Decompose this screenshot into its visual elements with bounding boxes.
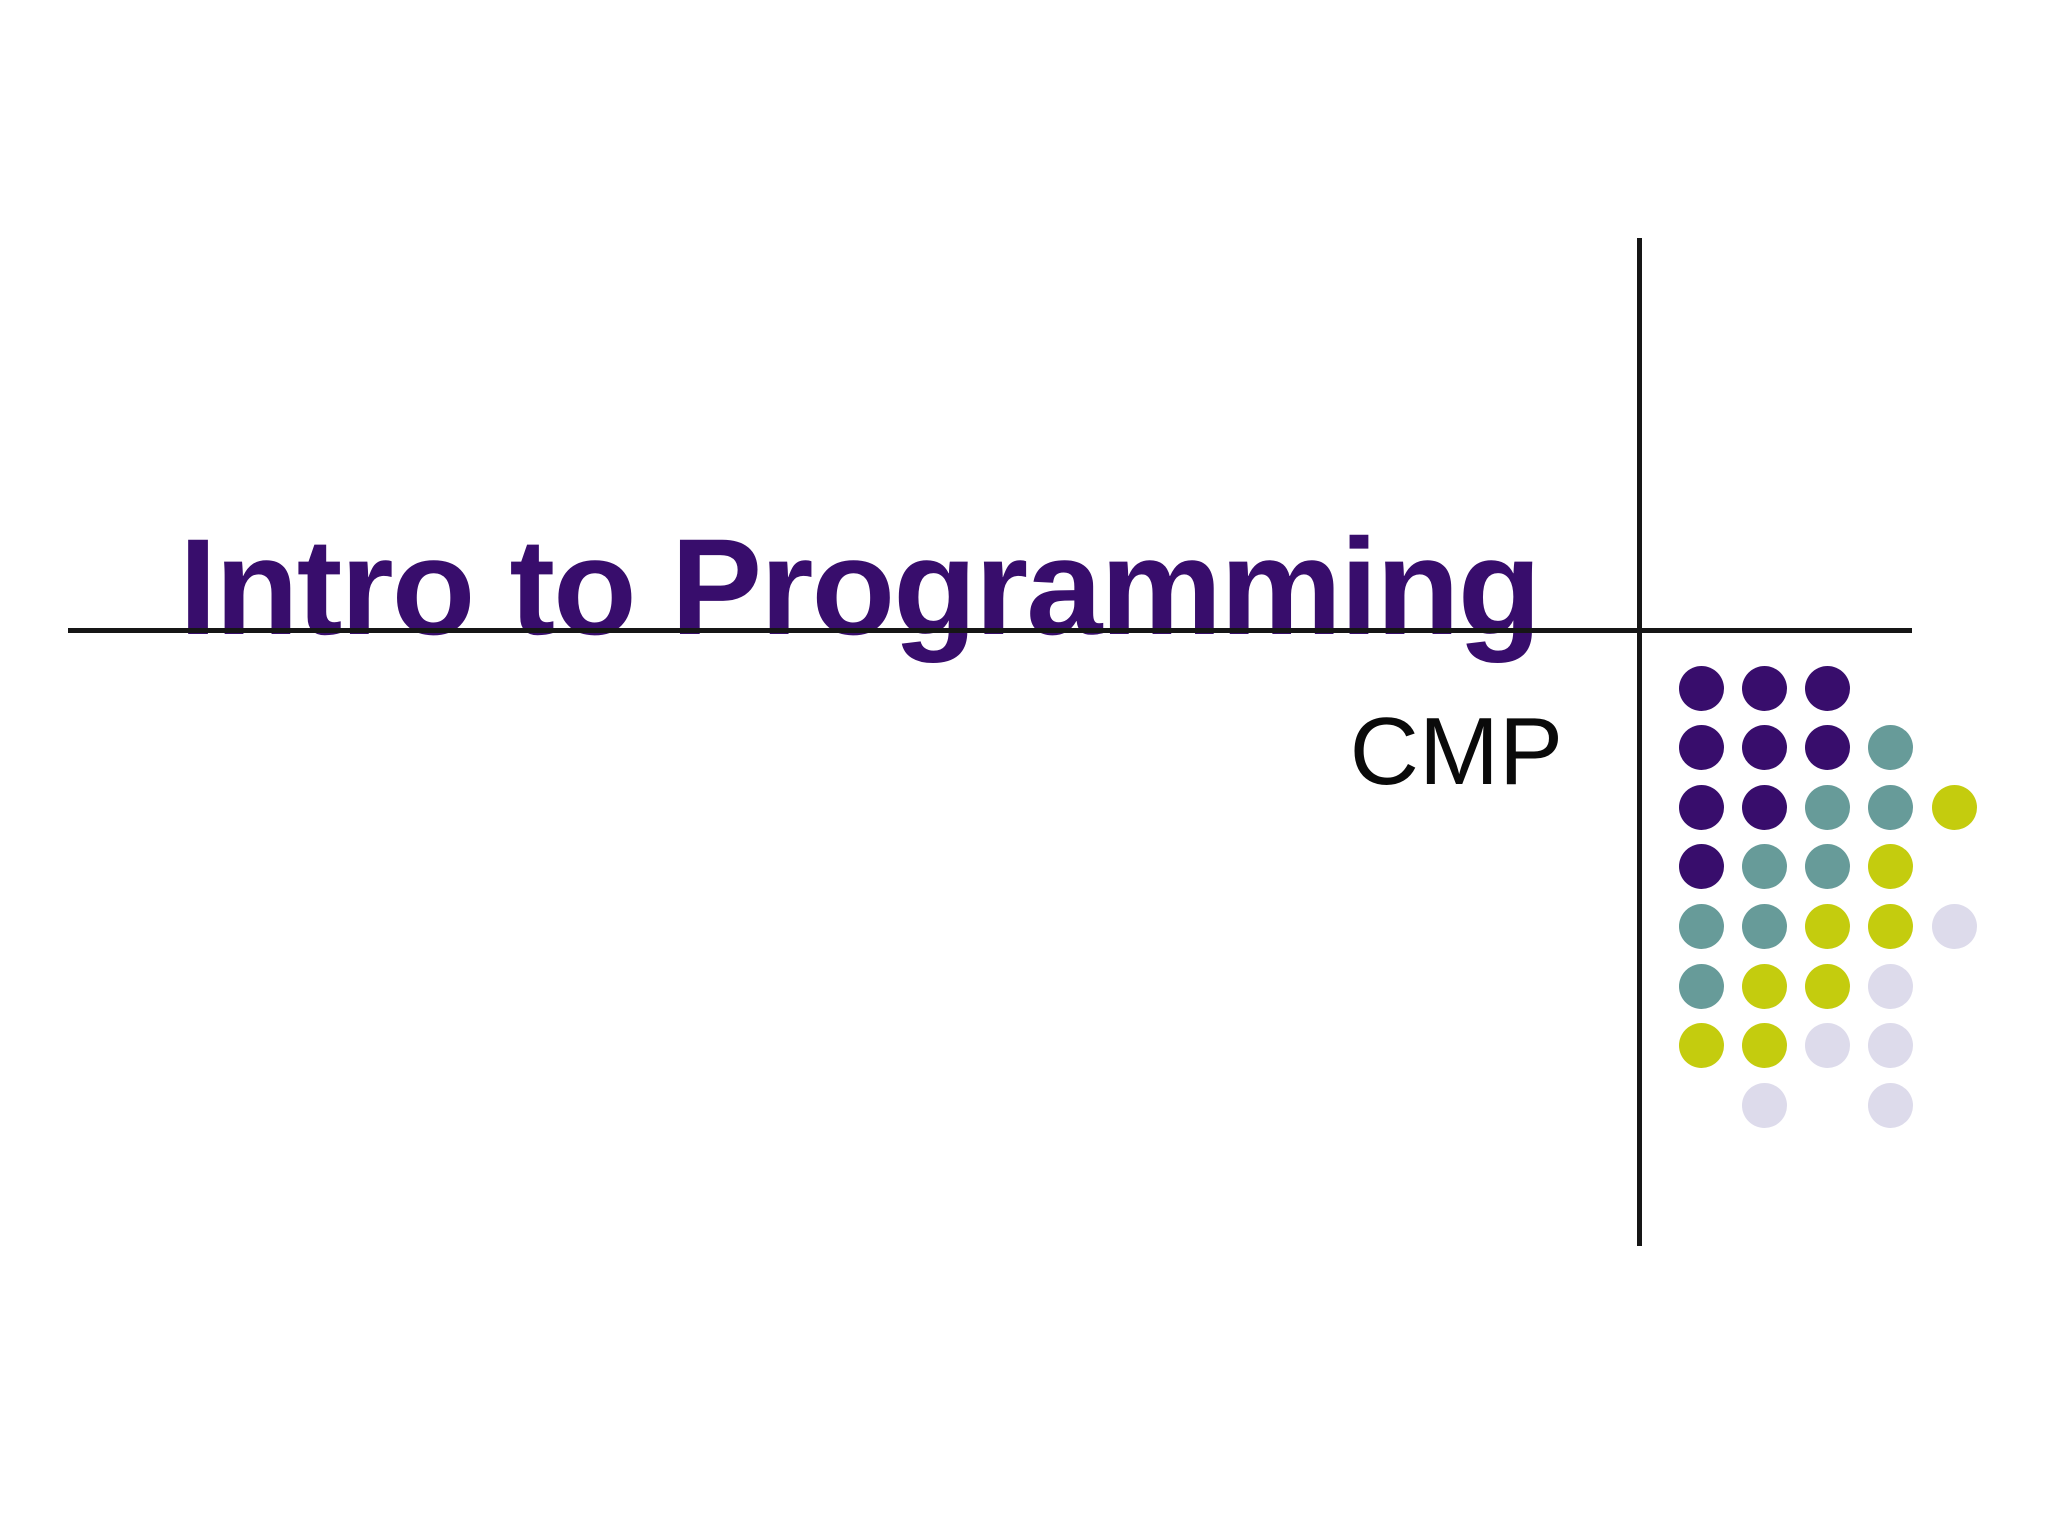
decorative-dot: [1805, 665, 1850, 711]
decorative-dot: [1741, 665, 1787, 711]
decorative-dot: [1741, 784, 1787, 830]
decorative-dot: [1741, 963, 1787, 1009]
decorative-dot: [1868, 903, 1914, 949]
decorative-dot: [1868, 725, 1914, 771]
decorative-dot: [1678, 725, 1724, 771]
decorative-dot: [1868, 844, 1914, 890]
decorative-dot: [1805, 784, 1850, 830]
decorative-dot: [1741, 1023, 1787, 1069]
decorative-dot: [1868, 784, 1914, 830]
decorative-dot: [1741, 725, 1787, 771]
decorative-dot: [1868, 1023, 1914, 1069]
horizontal-divider-line: [68, 628, 1912, 633]
decorative-dot: [1741, 844, 1787, 890]
decorative-dot: [1805, 903, 1850, 949]
decorative-dot: [1931, 903, 1977, 949]
decorative-dot: [1805, 725, 1850, 771]
decorative-dot: [1678, 903, 1724, 949]
decorative-dot: [1741, 903, 1787, 949]
slide-subtitle: CMP: [1349, 698, 1563, 805]
decorative-dot: [1678, 844, 1724, 890]
decorative-dot: [1931, 784, 1977, 830]
decorative-dot: [1868, 1082, 1914, 1128]
decorative-dot: [1868, 963, 1914, 1009]
vertical-divider-line: [1637, 238, 1642, 1246]
decorative-dot: [1805, 963, 1850, 1009]
decorative-dot: [1805, 844, 1850, 890]
decorative-dot: [1741, 1082, 1787, 1128]
decorative-dot: [1678, 665, 1724, 711]
decorative-dot: [1678, 784, 1724, 830]
decorative-dot: [1805, 1023, 1850, 1069]
decorative-dot: [1678, 963, 1724, 1009]
decorative-dot: [1678, 1023, 1724, 1069]
